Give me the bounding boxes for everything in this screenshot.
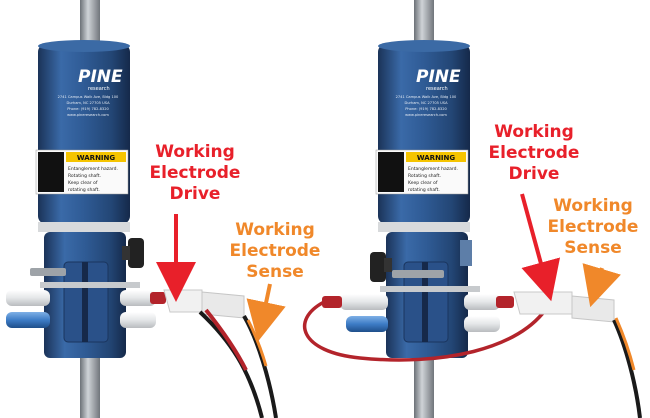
- left-address-4: www.pineresearch.com: [67, 113, 109, 117]
- right-sense-clip: [571, 295, 615, 323]
- left-sense-label: Working Electrode Sense: [220, 220, 330, 283]
- left-sense-label-line3: Sense: [246, 262, 304, 282]
- right-black-lead: [612, 319, 642, 418]
- left-warning-line1: Entanglement hazard.: [68, 166, 118, 172]
- right-drive-label-line3: Drive: [508, 164, 560, 184]
- right-top-shaft: [414, 0, 434, 48]
- right-warning-line4: rotating shaft.: [408, 187, 440, 193]
- left-drive-clip: [163, 289, 203, 313]
- left-warning-line2: Rotating shaft.: [68, 173, 101, 179]
- left-drive-label-line1: Working: [155, 142, 235, 162]
- right-address-2: Durham, NC 27705 USA: [404, 101, 448, 105]
- right-address-1: 2741 Campus Walk Ave, Bldg 100: [396, 95, 457, 99]
- right-address-3: Phone: (919) 782-8320: [405, 107, 447, 111]
- right-warning-line2: Rotating shaft.: [408, 173, 441, 179]
- right-address-4: www.pineresearch.com: [405, 113, 447, 117]
- right-red-loop-wire: [303, 300, 550, 362]
- left-red-lead: [204, 308, 248, 371]
- right-brand-logo: PINE: [416, 67, 461, 87]
- left-warning-line4: rotating shaft.: [68, 187, 100, 193]
- left-brand-logo: PINE: [78, 67, 123, 87]
- left-sense-label-line2: Electrode: [229, 241, 321, 261]
- left-sense-arrow: [246, 283, 286, 342]
- right-warning-line3: Keep clear of: [408, 180, 438, 186]
- left-bottom-shaft: [80, 350, 100, 418]
- right-warning-title: WARNING: [417, 154, 456, 162]
- left-warning-line3: Keep clear of: [68, 180, 98, 186]
- left-address-3: Phone: (919) 782-8320: [67, 107, 109, 111]
- right-drive-label-line2: Electrode: [488, 143, 580, 163]
- left-sense-label-line1: Working: [235, 220, 315, 240]
- right-sense-label-line2: Electrode: [547, 217, 639, 237]
- left-drive-label-line3: Drive: [169, 184, 221, 204]
- left-address-2: Durham, NC 27705 USA: [66, 101, 110, 105]
- right-sense-arrow: [582, 263, 621, 308]
- right-sense-label-line3: Sense: [564, 238, 622, 258]
- left-warning-title: WARNING: [77, 154, 116, 162]
- right-drive-label: Working Electrode Drive: [474, 122, 594, 185]
- left-knob-icon: [128, 238, 144, 268]
- right-knob-icon: [370, 252, 386, 282]
- right-drive-label-line1: Working: [494, 122, 574, 142]
- right-sense-label: Working Electrode Sense: [538, 196, 648, 259]
- left-black-lead-2: [242, 314, 278, 418]
- left-top-shaft: [80, 0, 100, 48]
- right-drive-clip: [513, 291, 573, 315]
- left-drive-label: Working Electrode Drive: [140, 142, 250, 205]
- left-drive-label-line2: Electrode: [149, 163, 241, 183]
- left-rotator-unit: WARNING Entanglement hazard. Rotating sh…: [6, 0, 278, 418]
- right-sense-label-line1: Working: [553, 196, 633, 216]
- left-address-1: 2741 Campus Walk Ave, Bldg 100: [58, 95, 119, 99]
- right-rotator-unit: WARNING Entanglement hazard. Rotating sh…: [303, 0, 642, 418]
- right-warning-line1: Entanglement hazard.: [408, 166, 458, 172]
- right-drive-arrow: [520, 193, 561, 302]
- right-bottom-shaft: [414, 350, 434, 418]
- left-brand-sub: research: [88, 86, 110, 92]
- right-brand-sub: research: [426, 86, 448, 92]
